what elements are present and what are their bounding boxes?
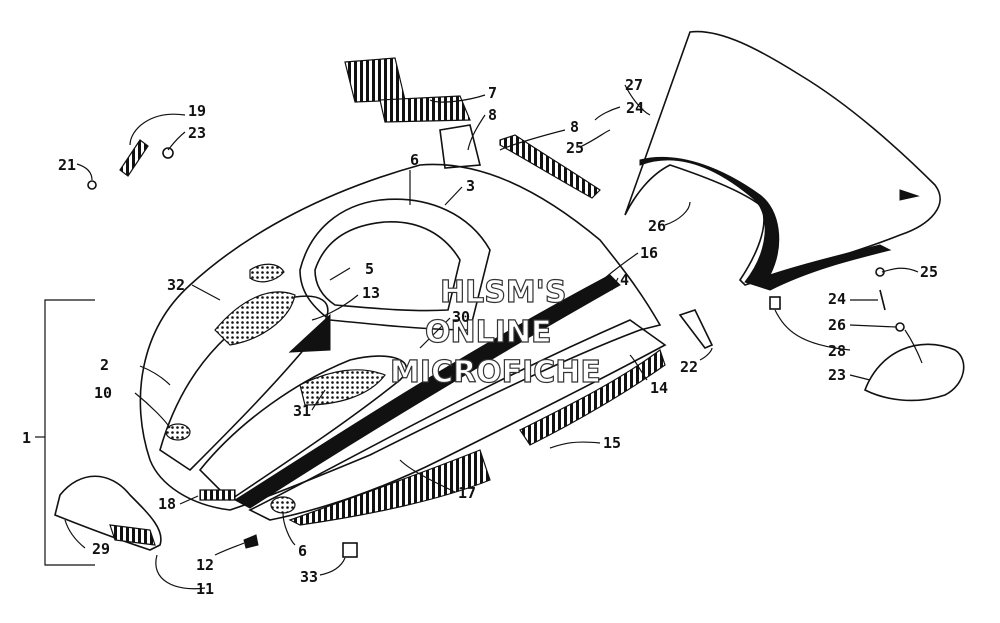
part-22-fastener bbox=[678, 309, 714, 349]
callout-10: 10 bbox=[94, 384, 112, 402]
callout-22: 22 bbox=[680, 358, 698, 376]
callout-21: 21 bbox=[58, 156, 76, 174]
callout-12: 12 bbox=[196, 556, 214, 574]
watermark-line-3: MICROFICHE bbox=[390, 355, 601, 390]
callout-25-right: 25 bbox=[920, 263, 938, 281]
callout-18: 18 bbox=[158, 495, 176, 513]
callout-32: 32 bbox=[167, 276, 185, 294]
callout-3: 3 bbox=[466, 177, 475, 195]
callout-24-top: 24 bbox=[626, 99, 644, 117]
callout-23-left: 23 bbox=[188, 124, 206, 142]
watermark: HLSM'S ONLINE MICROFICHE bbox=[389, 274, 601, 390]
callout-2: 2 bbox=[100, 356, 109, 374]
side-stripe bbox=[234, 274, 621, 509]
lower-front-piece bbox=[54, 475, 162, 551]
small-decal bbox=[439, 124, 482, 169]
callout-1: 1 bbox=[22, 429, 31, 447]
deflector-right bbox=[863, 343, 965, 402]
lower-front-stripe bbox=[109, 524, 156, 546]
callout-31: 31 bbox=[293, 402, 311, 420]
windshield bbox=[624, 30, 941, 291]
hood-main bbox=[139, 163, 662, 511]
callout-26-right: 26 bbox=[828, 316, 846, 334]
callout-30: 30 bbox=[452, 308, 470, 326]
part-18-clip bbox=[199, 489, 236, 501]
callout-6-lower: 6 bbox=[298, 542, 307, 560]
part-10-badge bbox=[165, 423, 191, 441]
part-1-bracket bbox=[44, 299, 95, 566]
callout-6-upper: 6 bbox=[410, 151, 419, 169]
callouts: 1 2 3 4 5 6 6 7 8 8 10 11 12 13 14 15 16… bbox=[22, 76, 938, 598]
callout-15: 15 bbox=[603, 434, 621, 452]
callout-5: 5 bbox=[365, 260, 374, 278]
callout-27: 27 bbox=[625, 76, 643, 94]
callout-24-right: 24 bbox=[828, 290, 846, 308]
callout-17: 17 bbox=[458, 484, 476, 502]
callout-26-top: 26 bbox=[648, 217, 666, 235]
spring-assembly bbox=[119, 139, 149, 177]
callout-25-top: 25 bbox=[566, 139, 584, 157]
callout-28: 28 bbox=[828, 342, 846, 360]
callout-4: 4 bbox=[620, 271, 629, 289]
part-26-nut bbox=[895, 322, 905, 332]
part-33-block bbox=[342, 542, 358, 558]
part-6-grommet bbox=[270, 496, 296, 514]
callout-14: 14 bbox=[650, 379, 668, 397]
windshield-trim bbox=[499, 134, 601, 199]
callout-13: 13 bbox=[362, 284, 380, 302]
callout-8-right: 8 bbox=[570, 118, 579, 136]
part-28-plug bbox=[769, 296, 781, 310]
callout-11: 11 bbox=[196, 580, 214, 598]
top-vent-decal bbox=[344, 57, 471, 123]
part-23-ring bbox=[162, 147, 174, 159]
side-panel bbox=[248, 319, 667, 526]
callout-8-left: 8 bbox=[488, 106, 497, 124]
part-12-bit bbox=[243, 534, 259, 549]
callout-29: 29 bbox=[92, 540, 110, 558]
watermark-line-2: ONLINE bbox=[425, 315, 552, 350]
part-24-screw bbox=[879, 289, 886, 311]
watermark-line-1: HLSM'S bbox=[440, 275, 566, 310]
callout-19: 19 bbox=[188, 102, 206, 120]
callout-23-right: 23 bbox=[828, 366, 846, 384]
leader-lines bbox=[64, 84, 923, 590]
part-21-screw bbox=[87, 180, 97, 190]
callout-16: 16 bbox=[640, 244, 658, 262]
callout-33: 33 bbox=[300, 568, 318, 586]
callout-7: 7 bbox=[488, 84, 497, 102]
